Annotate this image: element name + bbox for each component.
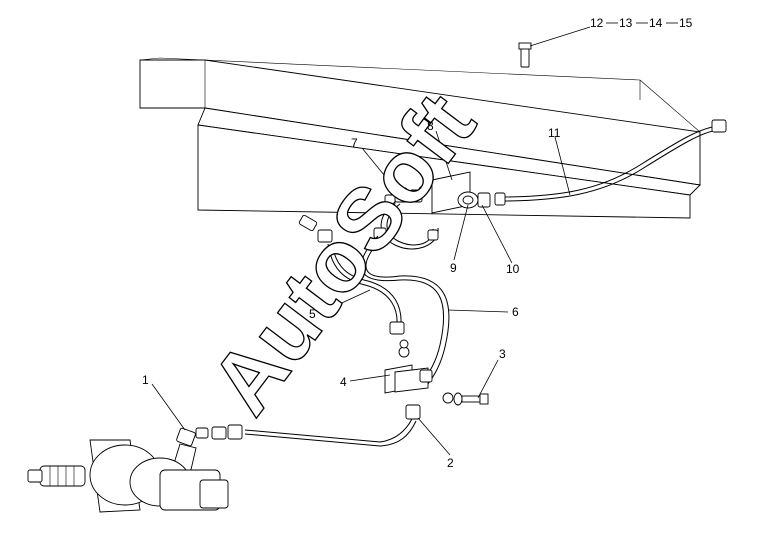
frame-channel xyxy=(139,57,701,219)
callout-5: 5 xyxy=(309,307,316,321)
bolt-12-15 xyxy=(518,42,532,68)
leader-lines xyxy=(151,22,678,456)
fitting-2 xyxy=(405,404,421,420)
bracket-8 xyxy=(418,171,506,214)
callout-15: 15 xyxy=(679,16,693,30)
callout-6: 6 xyxy=(512,305,519,319)
callout-13: 13 xyxy=(619,16,633,30)
callout-7: 7 xyxy=(351,136,358,150)
callout-4: 4 xyxy=(340,375,347,389)
bolt-3 xyxy=(442,392,489,406)
pipe-5 xyxy=(298,214,405,335)
pipe-6 xyxy=(360,235,450,389)
clutch-booster-cylinder xyxy=(27,424,243,513)
callout-labels: 1 2 3 4 5 6 7 8 9 10 11 12 13 14 15 xyxy=(142,16,693,470)
callout-2: 2 xyxy=(447,456,454,470)
pipe-11 xyxy=(499,119,727,202)
callout-3: 3 xyxy=(499,347,506,361)
pipe-to-cylinder xyxy=(244,418,417,447)
callout-8: 8 xyxy=(427,119,434,133)
callout-11: 11 xyxy=(548,126,561,140)
callout-10: 10 xyxy=(506,262,520,276)
callout-12: 12 xyxy=(590,16,604,30)
callout-9: 9 xyxy=(450,261,457,275)
callout-14: 14 xyxy=(649,16,663,30)
valve-block-4 xyxy=(384,339,433,394)
callout-1: 1 xyxy=(142,373,149,387)
loop-pipes xyxy=(373,201,439,250)
